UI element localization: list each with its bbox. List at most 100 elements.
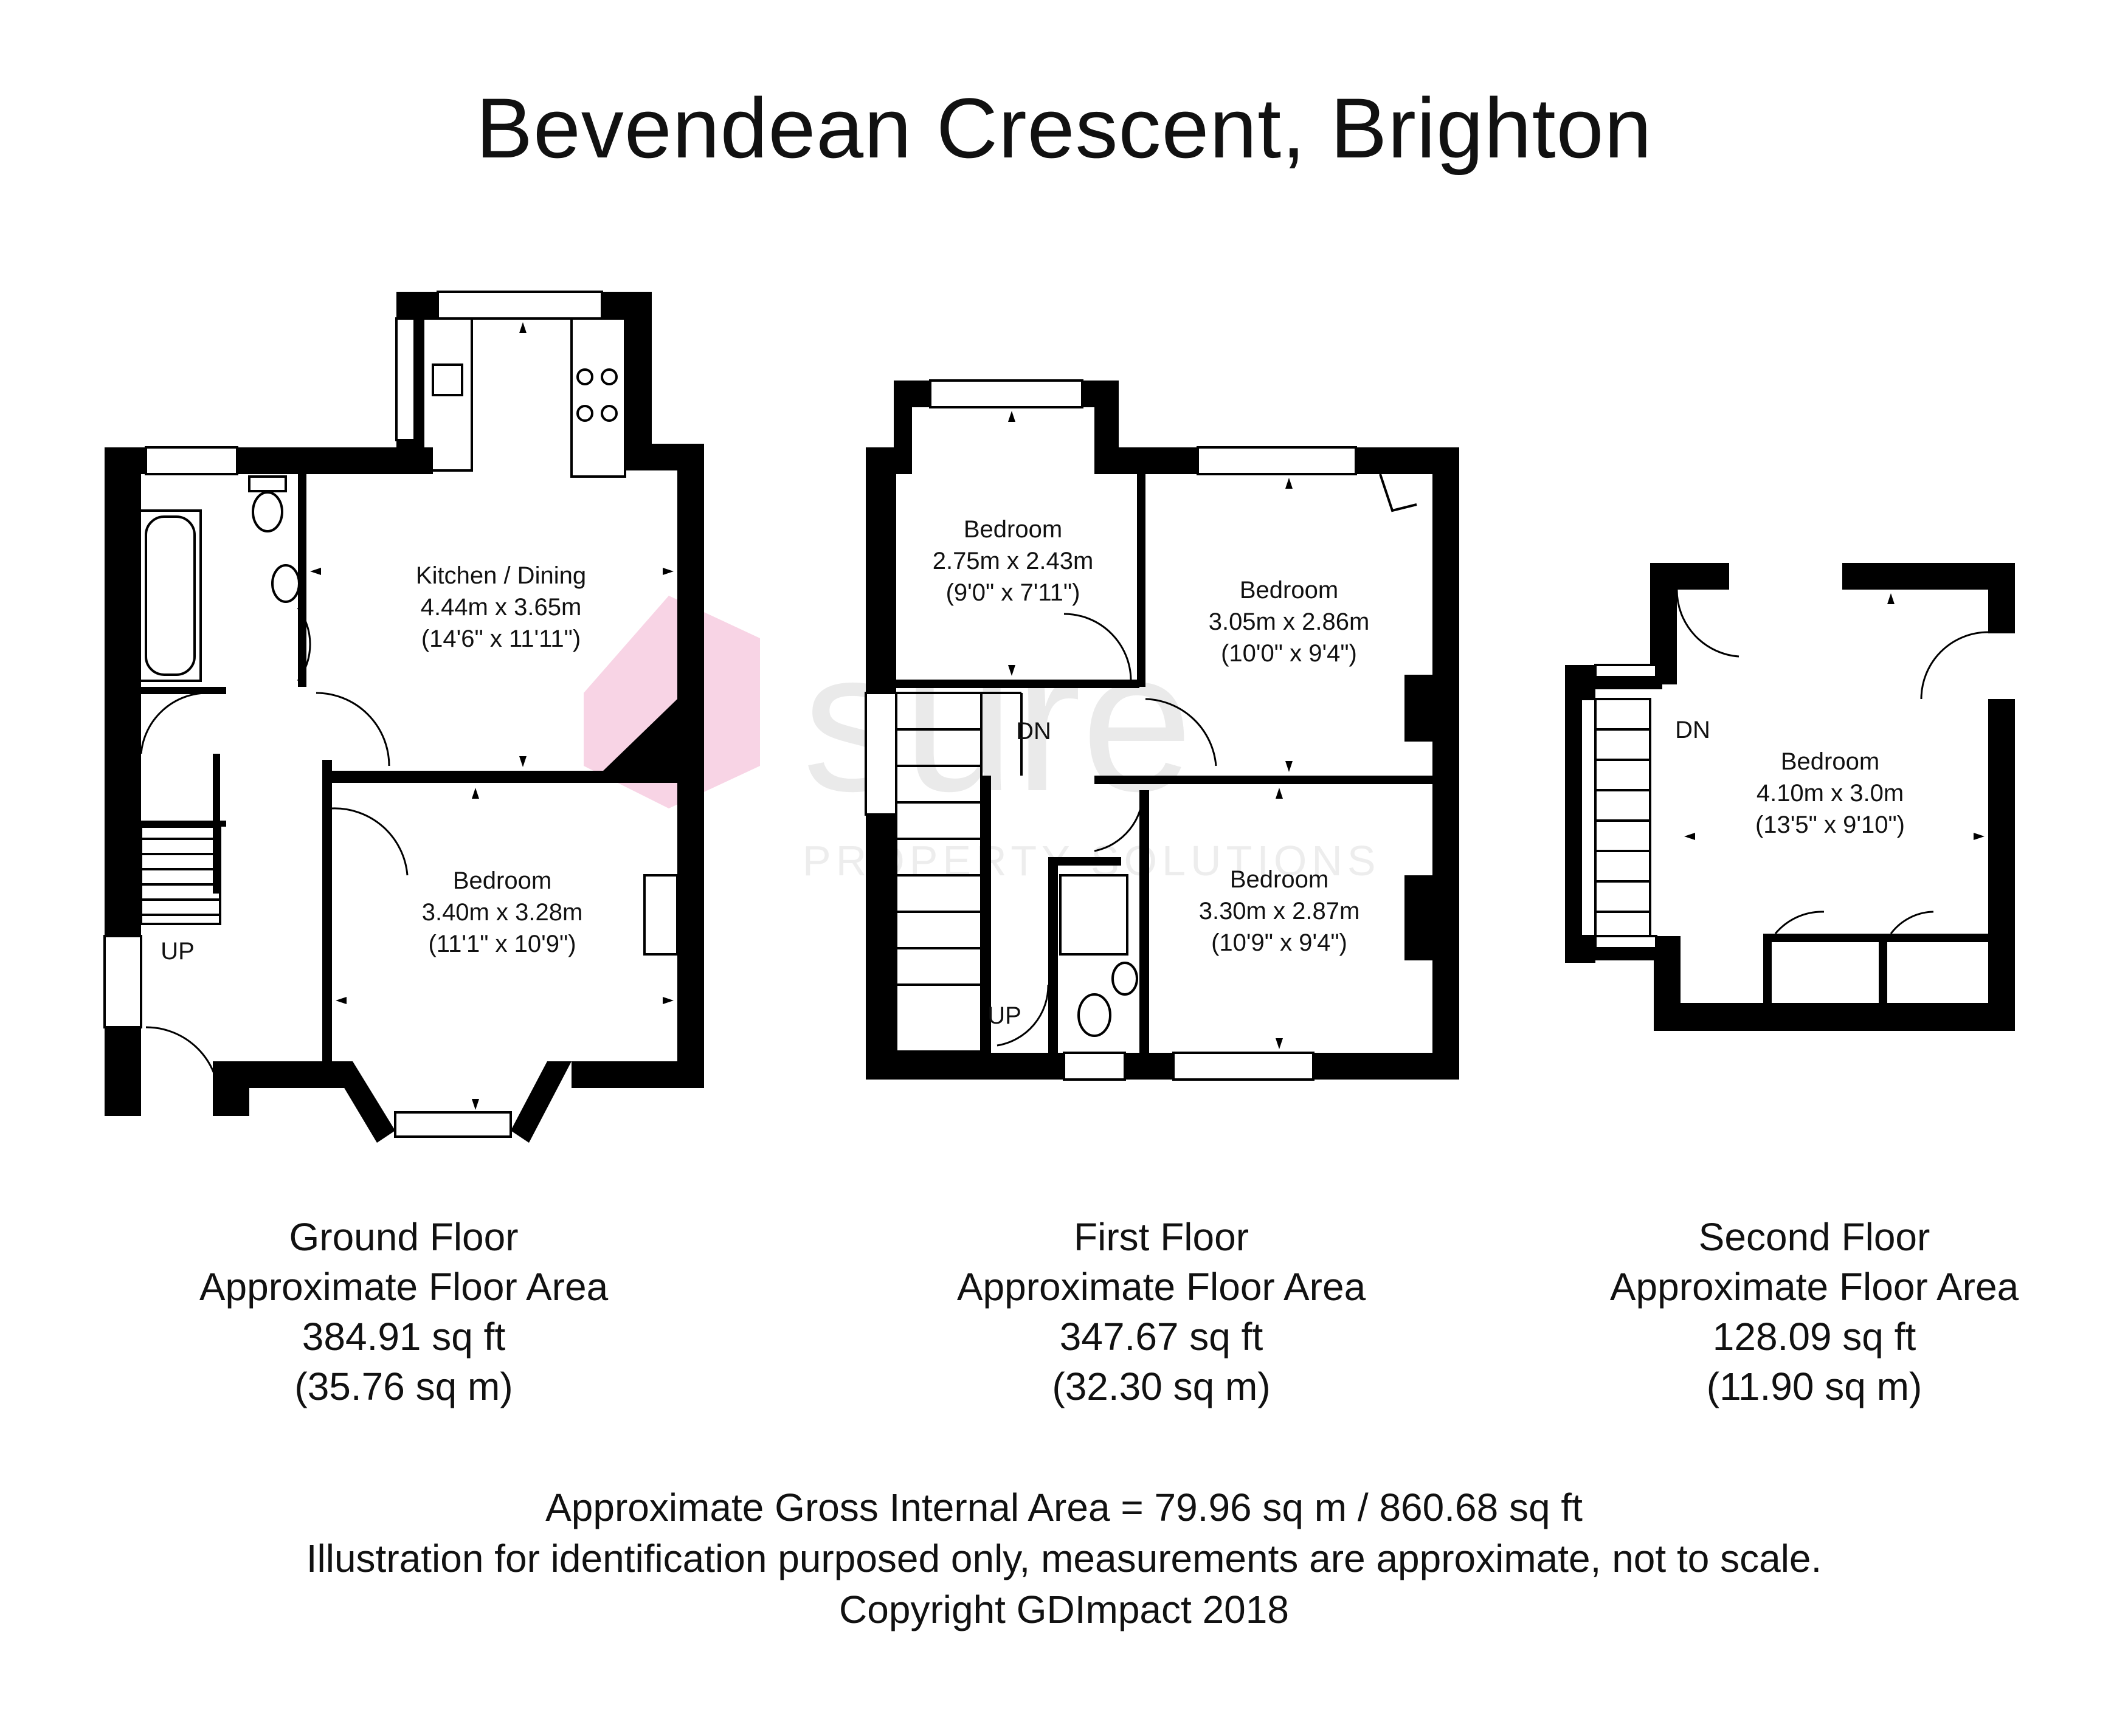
wall <box>896 680 1139 688</box>
floor-area-label: Approximate Floor Area <box>1609 1265 2019 1309</box>
hob-ring <box>601 368 618 385</box>
dimension-arrows <box>310 322 1985 1110</box>
door-swing <box>1145 698 1217 766</box>
room-metric: 3.05m x 2.86m <box>1209 608 1370 635</box>
stairs-label: UP <box>161 938 195 965</box>
window <box>929 379 1083 408</box>
window <box>395 317 416 441</box>
floor-area-sqm: (11.90 sq m) <box>1706 1365 1922 1408</box>
wall <box>1137 474 1145 687</box>
first-floor-plan <box>865 379 1459 1081</box>
sink <box>432 363 463 396</box>
gross-area: Approximate Gross Internal Area = 79.96 … <box>545 1486 1583 1529</box>
wall <box>1404 675 1432 742</box>
window <box>1594 664 1657 678</box>
page-title: Bevendean Crescent, Brighton <box>475 80 1653 176</box>
watermark-text: sure <box>803 608 1193 833</box>
door-swing <box>145 1026 220 1095</box>
window <box>394 1111 512 1138</box>
wall <box>1650 563 1729 590</box>
room-name: Bedroom <box>1230 866 1328 893</box>
wall <box>1763 934 1988 942</box>
floor-caption-ground: Ground Floor Approximate Floor Area 384.… <box>130 1212 677 1411</box>
room-metric: 4.10m x 3.0m <box>1757 780 1904 807</box>
bathtub-inner <box>145 515 196 676</box>
door-swing <box>997 984 1049 1047</box>
wall <box>625 292 652 468</box>
wall <box>1763 934 1772 1007</box>
floor-area-sqm: (32.30 sq m) <box>1052 1365 1271 1408</box>
floor-area-sqm: (35.76 sq m) <box>294 1365 513 1408</box>
door-swing <box>297 607 311 681</box>
fireplace <box>643 874 679 956</box>
stairs-label: UP <box>987 1002 1021 1029</box>
room-labels: Kitchen / Dining 4.44m x 3.65m (14'6" x … <box>161 516 1905 1029</box>
hob-ring <box>576 368 593 385</box>
wall <box>602 699 677 772</box>
wall <box>1048 857 1058 1053</box>
shower-tray <box>1059 874 1128 956</box>
room-imperial: (10'0" x 9'4") <box>1221 640 1357 667</box>
kitchen-counter <box>570 317 626 478</box>
floor-area-sqft: 128.09 sq ft <box>1712 1315 1916 1359</box>
window <box>437 291 603 320</box>
door-swing <box>1920 631 1989 700</box>
wall <box>328 771 681 783</box>
bay-window <box>511 1061 572 1143</box>
floor-caption-first: First Floor Approximate Floor Area 347.6… <box>888 1212 1435 1411</box>
wall <box>141 821 226 827</box>
stairs <box>140 825 221 925</box>
kitchen-counter <box>422 317 473 472</box>
window <box>1172 1052 1314 1081</box>
room-metric: 3.40m x 3.28m <box>422 899 583 926</box>
wall <box>1432 447 1459 1080</box>
room-imperial: (13'5" x 9'10") <box>1755 811 1905 838</box>
wall <box>1094 776 1435 784</box>
wall <box>572 1061 704 1088</box>
hob-ring <box>576 405 593 422</box>
floor-caption-second: Second Floor Approximate Floor Area 128.… <box>1541 1212 2088 1411</box>
window <box>145 446 238 475</box>
door-swing <box>1774 911 1825 934</box>
window <box>103 935 142 1028</box>
room-imperial: (10'9" x 9'4") <box>1211 929 1347 956</box>
stairs <box>1594 698 1651 937</box>
room-metric: 4.44m x 3.65m <box>421 594 582 621</box>
room-imperial: (14'6" x 11'11") <box>421 625 581 652</box>
window <box>865 692 897 816</box>
basin <box>271 564 300 603</box>
floor-area-label: Approximate Floor Area <box>199 1265 609 1309</box>
door-swing <box>331 807 409 876</box>
room-name: Bedroom <box>1240 577 1338 604</box>
window <box>1063 1052 1126 1081</box>
floor-area-label: Approximate Floor Area <box>956 1265 1366 1309</box>
wall <box>866 1053 1459 1080</box>
hob-ring <box>601 405 618 422</box>
floor-name: First Floor <box>1074 1215 1249 1259</box>
toilet <box>1077 993 1111 1037</box>
door-swing <box>1063 613 1132 680</box>
door-swing <box>1890 911 1934 934</box>
wall <box>322 760 332 1076</box>
bathtub <box>139 509 202 682</box>
wall <box>1842 563 2015 590</box>
wall <box>141 687 226 694</box>
wall <box>1654 1003 2015 1031</box>
disclaimer: Illustration for identification purposed… <box>306 1537 1822 1580</box>
wall <box>298 474 306 687</box>
wall <box>981 776 991 1053</box>
footer: Approximate Gross Internal Area = 79.96 … <box>0 1482 2128 1635</box>
room-metric: 3.30m x 2.87m <box>1199 898 1360 925</box>
room-name: Bedroom <box>1781 748 1879 775</box>
wall <box>1879 934 1887 1007</box>
stairs-label: DN <box>1675 717 1710 743</box>
stairs <box>895 692 1023 1053</box>
toilet <box>252 491 283 532</box>
floor-name: Ground Floor <box>289 1215 519 1259</box>
copyright: Copyright GDImpact 2018 <box>839 1588 1289 1631</box>
floor-area-sqft: 384.91 sq ft <box>302 1315 506 1359</box>
ground-floor-plan <box>103 291 704 1143</box>
floor-name: Second Floor <box>1698 1215 1930 1259</box>
room-name: Kitchen / Dining <box>416 562 586 589</box>
